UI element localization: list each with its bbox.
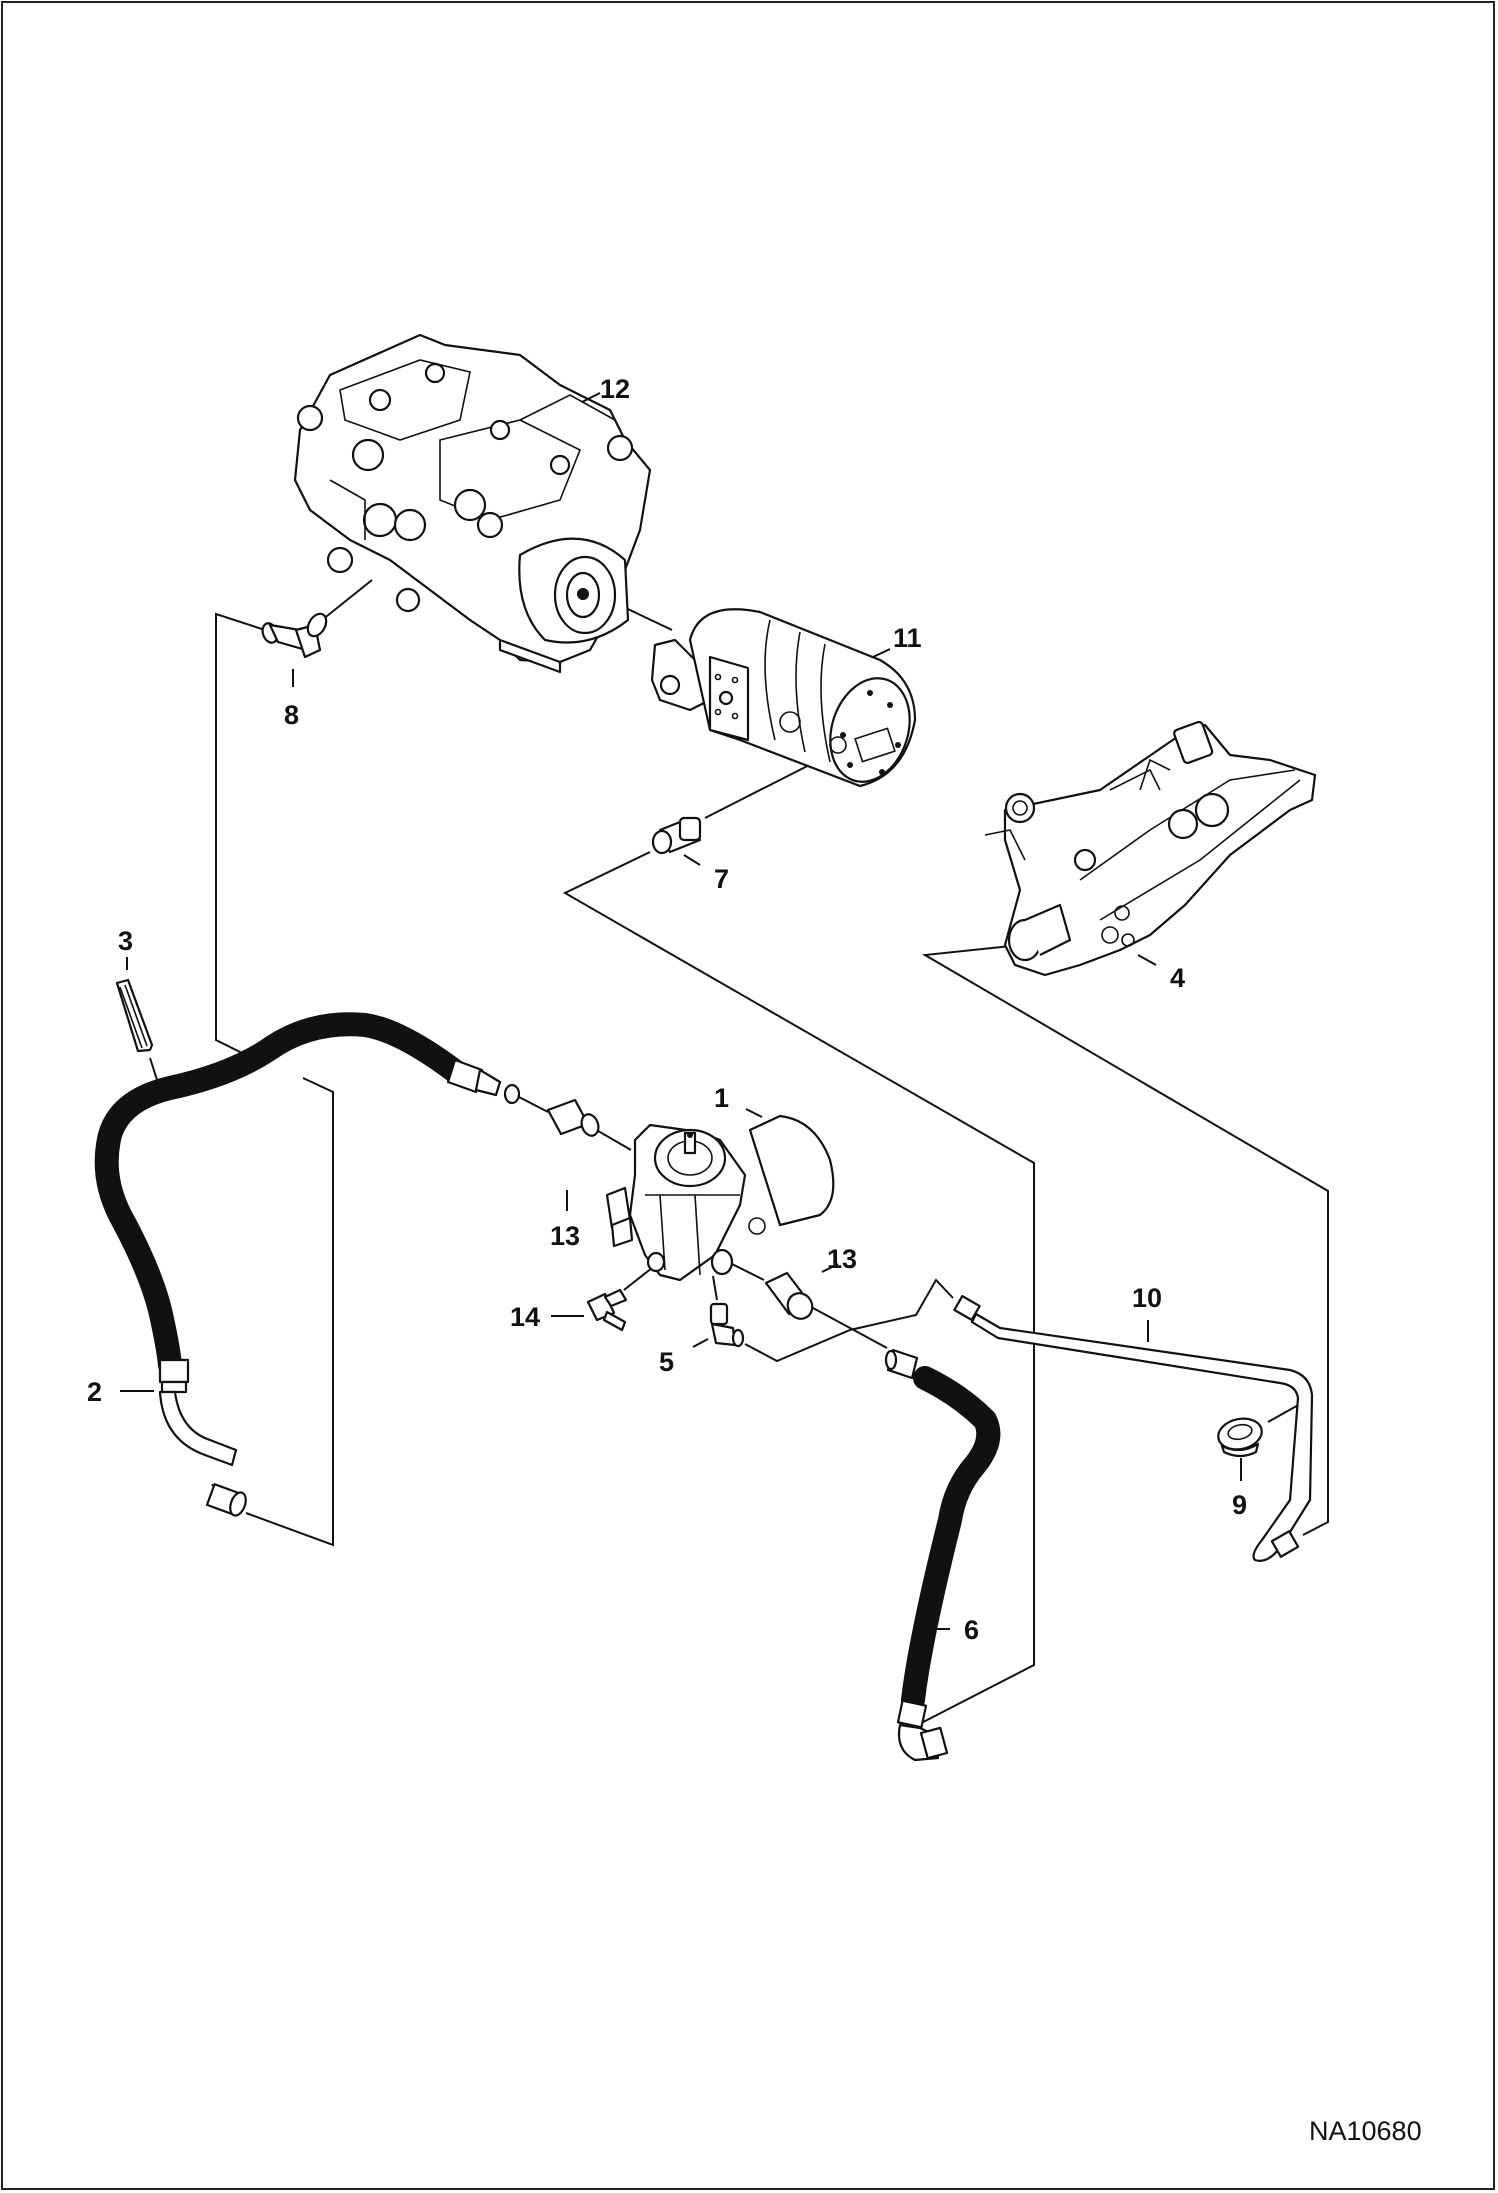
callout-13-left: 13 [550,1221,580,1251]
callout-5: 5 [659,1347,674,1377]
guide-line-13b-to-hose6 [812,1307,888,1349]
assembly-lines [215,579,1329,1736]
guide-line-5-to-tube10 [744,1278,954,1363]
guide-line-4-to-10 [921,942,1329,1536]
callout-10: 10 [1132,1283,1162,1313]
part-13-adapter-right[interactable] [764,1271,817,1323]
part-6-hose[interactable] [884,1348,1001,1762]
guide-line-8-to-12 [321,579,373,621]
callout-12: 12 [600,374,630,404]
part-8-elbow-fitting[interactable] [260,611,330,659]
part-3-hose-guard[interactable] [115,978,154,1053]
guide-line-5-to-pump1 [712,1275,718,1301]
callout-leaders [120,392,1242,1630]
part-13-adapter-left[interactable] [546,1098,601,1138]
part-4-control-valve[interactable] [984,720,1317,977]
guide-line-hose2-to-13 [516,1095,549,1113]
callout-7: 7 [714,864,729,894]
guide-line-13-to-pump1 [592,1127,632,1151]
part-10-tube[interactable] [953,1294,1314,1562]
callout-11: 11 [893,623,922,653]
part-12-hydrostatic-pump[interactable] [293,333,652,674]
part-14-elbow-fitting[interactable] [586,1288,628,1332]
guide-line-8-to-hose [215,612,263,1059]
callout-1: 1 [714,1083,729,1113]
figure-id: NA10680 [1309,2116,1422,2146]
part-5-elbow-fitting[interactable] [709,1302,745,1348]
callout-4: 4 [1170,963,1185,993]
part-1-pump-motor[interactable] [605,1114,835,1282]
guide-line-hose2-end [245,1077,334,1547]
part-2-hose[interactable] [94,1012,521,1517]
callout-13-right: 13 [827,1244,857,1274]
callout-2: 2 [87,1377,102,1407]
callout-6: 6 [964,1615,979,1645]
part-9-grommet[interactable] [1215,1415,1264,1458]
callout-9: 9 [1232,1490,1247,1520]
part-11-gear-pump[interactable] [650,608,923,792]
part-7-straight-fitting[interactable] [651,816,702,855]
callout-3: 3 [118,926,133,956]
callout-8: 8 [284,700,299,730]
callout-labels: 12 11 8 7 4 3 2 1 13 13 14 5 6 10 9 NA10… [87,374,1422,2146]
guide-line-7-to-6 [562,851,1035,1736]
callout-14: 14 [510,1302,540,1332]
